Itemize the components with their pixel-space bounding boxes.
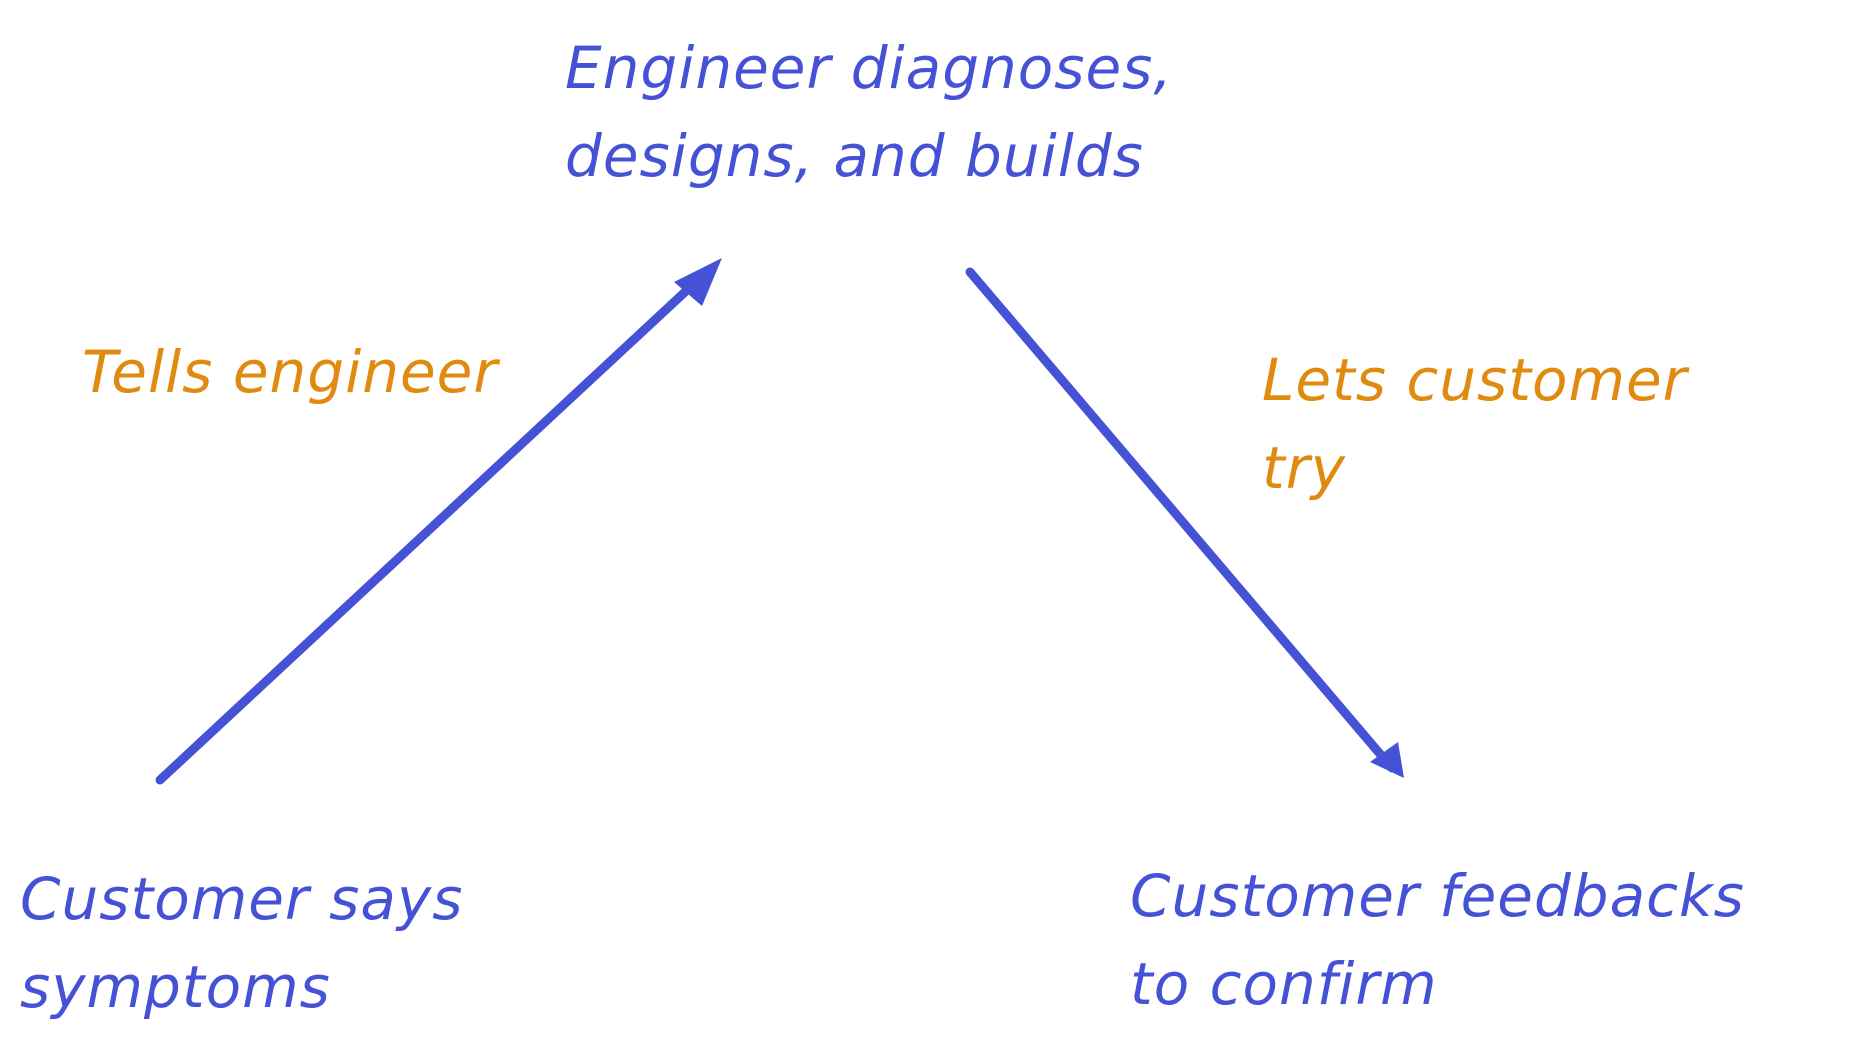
- node-customer-feedback-line-1: Customer feedbacks: [1130, 862, 1745, 930]
- arrow-engineer-to-customer: [965, 267, 1397, 773]
- node-engineer-line-2: designs, and builds: [565, 122, 1144, 190]
- node-customer-feedback-line-2: to confirm: [1130, 950, 1438, 1018]
- edge-label-tells-engineer: Tells engineer: [82, 328, 498, 416]
- arrowhead-up-right-icon: [674, 258, 722, 306]
- node-customer-says: Customer says symptoms: [20, 855, 463, 1031]
- node-customer-says-line-2: symptoms: [20, 953, 331, 1021]
- node-engineer-line-1: Engineer diagnoses,: [565, 34, 1173, 102]
- arrowhead-down-right-icon: [1370, 742, 1404, 778]
- node-customer-feedback: Customer feedbacks to confirm: [1130, 852, 1745, 1028]
- node-engineer: Engineer diagnoses, designs, and builds: [565, 24, 1173, 200]
- edge-label-lets-customer-try: Lets customer try: [1262, 336, 1688, 512]
- node-customer-says-line-1: Customer says: [20, 865, 464, 933]
- edge-label-lets-customer-try-line-1: Lets customer: [1262, 346, 1688, 414]
- edge-label-tells-engineer-line-1: Tells engineer: [82, 338, 499, 406]
- arrow-customer-to-engineer: [155, 273, 705, 785]
- edge-label-lets-customer-try-line-2: try: [1262, 434, 1346, 502]
